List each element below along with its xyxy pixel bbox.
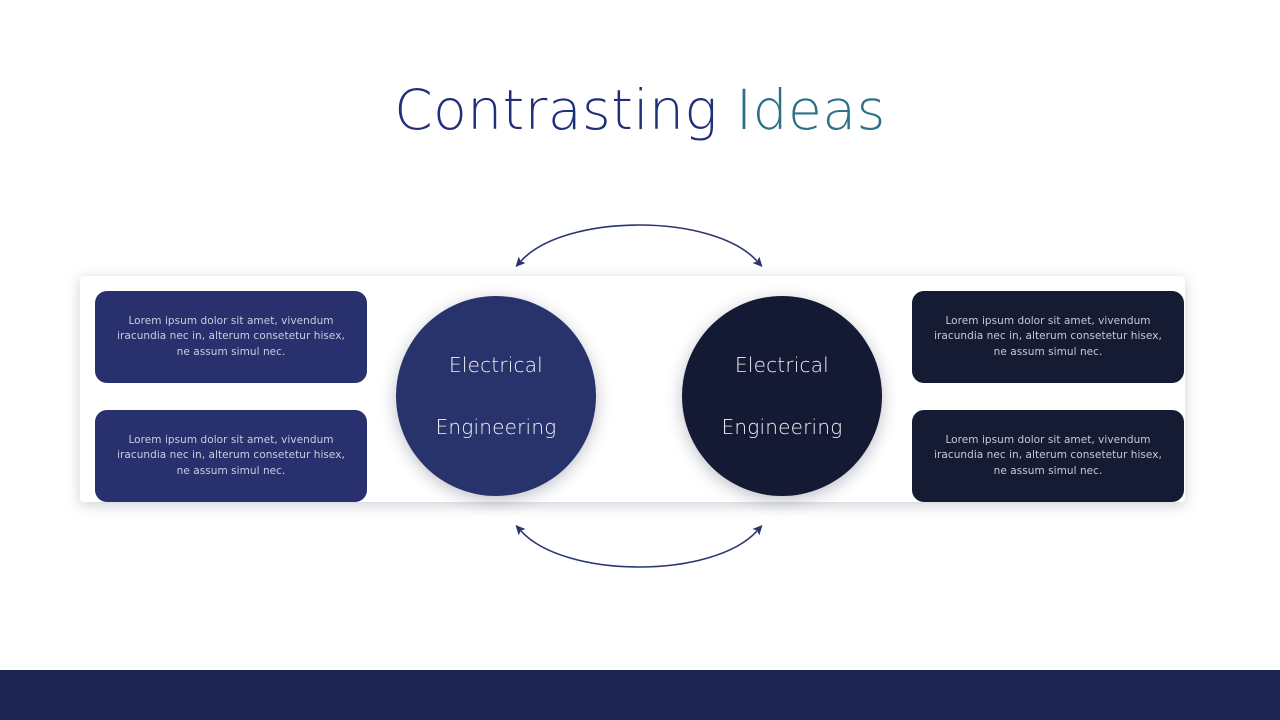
page-title-accent: Ideas (717, 78, 886, 142)
arrow-bottom-arc (515, 524, 763, 568)
info-box-left-bottom[interactable]: Lorem ipsum dolor sit amet, vivendum ira… (95, 410, 367, 502)
info-box-left-bottom-text: Lorem ipsum dolor sit amet, vivendum ira… (117, 433, 345, 477)
page-title-main: Contrasting (394, 78, 718, 142)
footer-bar (0, 670, 1280, 720)
circle-right-label-line1: Electrical (735, 352, 829, 377)
circle-right[interactable]: Electrical Engineering (682, 296, 882, 496)
circle-left-label: Electrical Engineering (436, 350, 557, 443)
circle-right-label-line2: Engineering (721, 414, 843, 439)
arrow-top-arc (515, 224, 763, 268)
page-title: Contrasting Ideas (0, 81, 1280, 140)
circle-right-label: Electrical Engineering (722, 350, 843, 443)
info-box-left-top-text: Lorem ipsum dolor sit amet, vivendum ira… (117, 314, 345, 358)
info-box-right-top[interactable]: Lorem ipsum dolor sit amet, vivendum ira… (912, 291, 1184, 383)
circle-left-label-line1: Electrical (449, 352, 543, 377)
info-box-right-bottom-text: Lorem ipsum dolor sit amet, vivendum ira… (934, 433, 1162, 477)
circle-left[interactable]: Electrical Engineering (396, 296, 596, 496)
info-box-right-top-text: Lorem ipsum dolor sit amet, vivendum ira… (934, 314, 1162, 358)
circle-left-label-line2: Engineering (435, 414, 557, 439)
info-box-right-bottom[interactable]: Lorem ipsum dolor sit amet, vivendum ira… (912, 410, 1184, 502)
info-box-left-top[interactable]: Lorem ipsum dolor sit amet, vivendum ira… (95, 291, 367, 383)
